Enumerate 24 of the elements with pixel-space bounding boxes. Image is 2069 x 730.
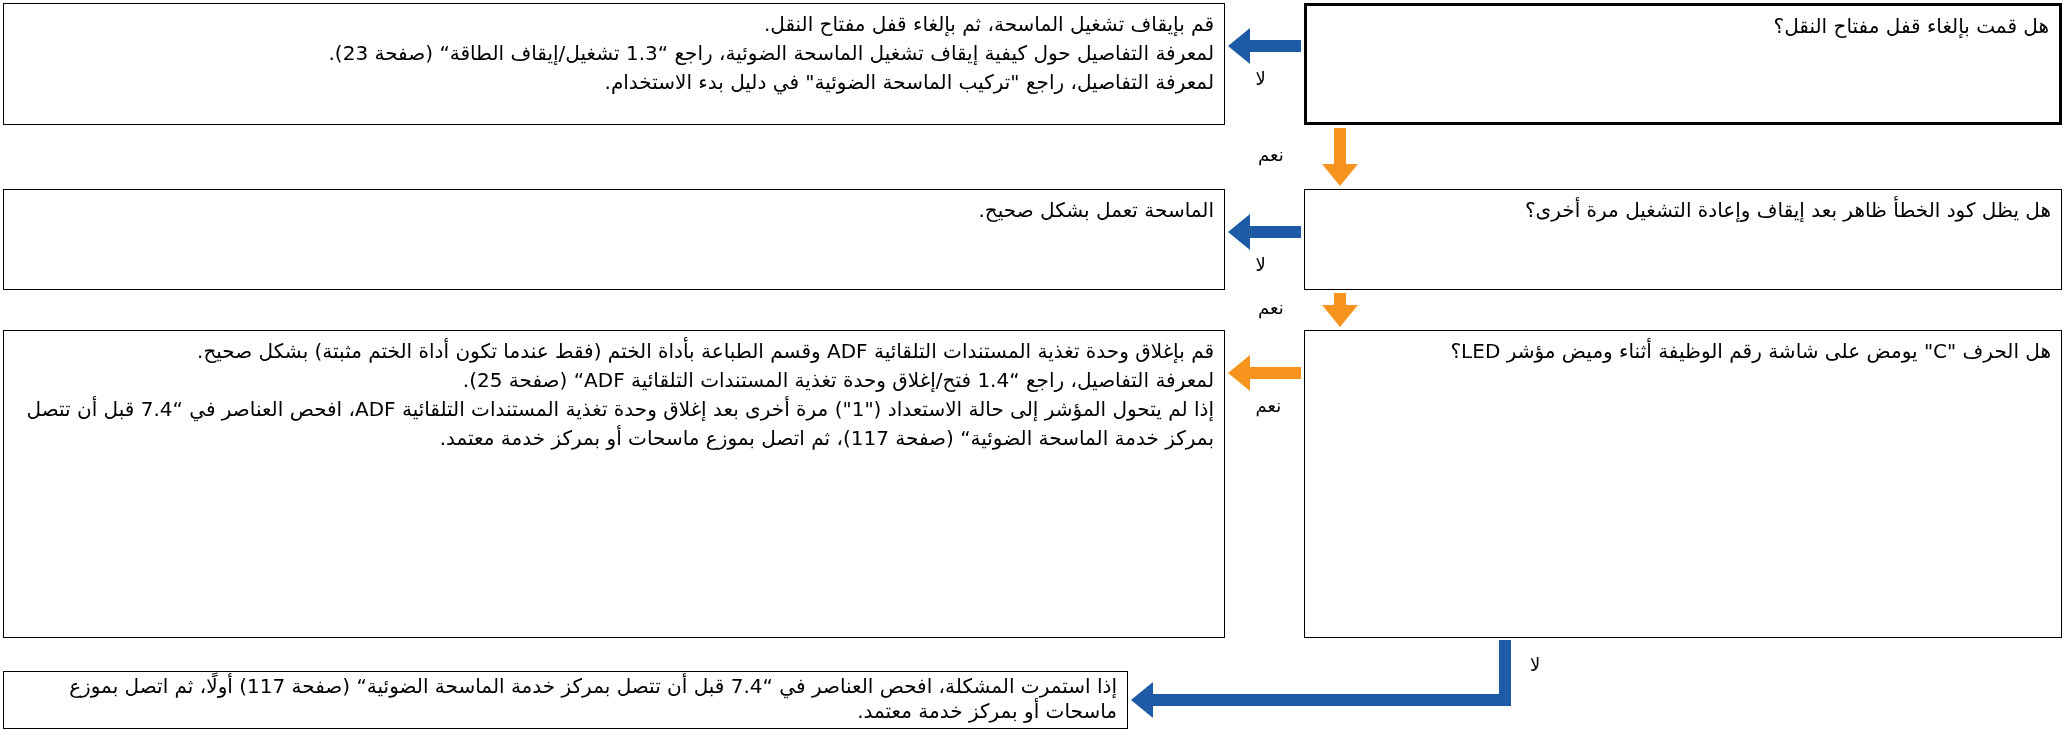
- arrow: [1228, 355, 1301, 391]
- arrow: [1131, 640, 1511, 718]
- answer-box: [3, 330, 1225, 638]
- answer-text: لمعرفة التفاصيل حول كيفية إيقاف تشغيل الماسحة الضوئية، راجع “1.3 تشغيل/إيقاف الطاقة“ (صفحة 23).: [327, 40, 1214, 67]
- answer-box: [3, 3, 1225, 125]
- question-box: [1304, 189, 2062, 290]
- question-text: هل قمت بإلغاء قفل مفتاح النقل؟: [1772, 13, 2049, 40]
- answer-text: إذا لم يتحول المؤشر إلى حالة الاستعداد ("1") مرة أخرى بعد إغلاق وحدة تغذية المستندات التلقائية ADF، افحص العناصر في “7.4 قبل أن تتصل بمركز خدمة الماسحة الضوئية“ (صفحة 117)، ثم اتصل بموزع ماسحات أو بمركز خدمة معتمد.: [25, 395, 1214, 452]
- answer-text: إذا استمرت المشكلة، افحص العناصر في “7.4 قبل أن تتصل بمركز خدمة الماسحة الضوئية“ (صفحة 117) أولًا، ثم اتصل بموزع ماسحات أو بمركز خدمة معتمد.: [68, 674, 1117, 724]
- answer-text: الماسحة تعمل بشكل صحيح.: [977, 197, 1214, 224]
- arrow: [1322, 293, 1358, 327]
- arrow: [1322, 128, 1358, 186]
- answer-text: قم بإغلاق وحدة تغذية المستندات التلقائية ADF وقسم الطباعة بأداة الختم (فقط عندما تكون أداة الختم مثبتة) بشكل صحيح.: [196, 337, 1214, 365]
- arrow: [1228, 214, 1301, 250]
- question-box: [1304, 3, 2062, 125]
- answer-text: قم بإيقاف تشغيل الماسحة، ثم بإلغاء قفل مفتاح النقل.: [762, 11, 1214, 38]
- question-text: هل يظل كود الخطأ ظاهر بعد إيقاف وإعادة التشغيل مرة أخرى؟: [1524, 196, 2051, 224]
- arrow: [1228, 28, 1301, 64]
- question-box: [1304, 330, 2062, 638]
- answer-text: لمعرفة التفاصيل، راجع "تركيب الماسحة الضوئية" في دليل بدء الاستخدام.: [603, 69, 1214, 97]
- question-text: هل الحرف "C" يومض على شاشة رقم الوظيفة أثناء وميض مؤشر LED؟: [1449, 337, 2051, 365]
- answer-text: لمعرفة التفاصيل، راجع “1.4 فتح/إغلاق وحدة تغذية المستندات التلقائية ADF“ (صفحة 25).: [461, 367, 1214, 394]
- answer-box: [3, 189, 1225, 290]
- answer-box: [3, 671, 1128, 729]
